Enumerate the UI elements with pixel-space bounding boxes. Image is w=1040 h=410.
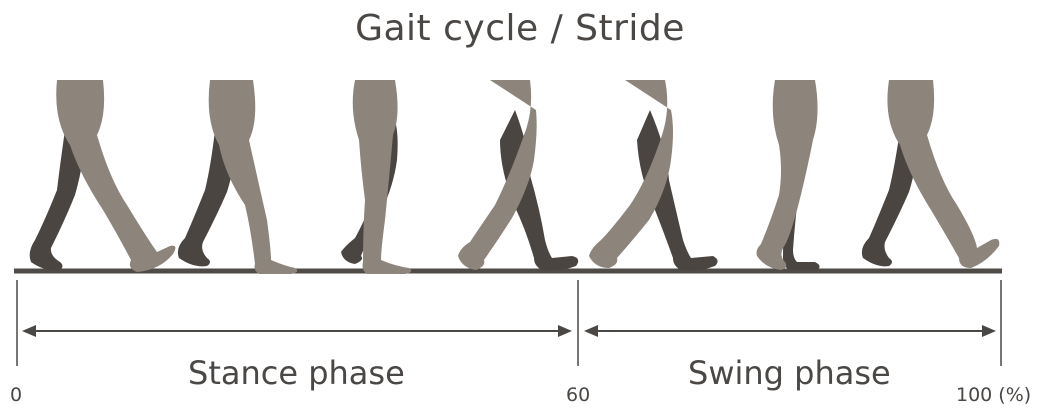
gait-figure-5 (589, 80, 718, 271)
gait-figure-3 (341, 80, 411, 274)
swing-phase-label: Swing phase (688, 354, 891, 392)
stance-phase-label: Stance phase (188, 354, 405, 392)
gait-figure-1 (30, 80, 176, 272)
stance-phase-arrow (22, 325, 572, 337)
tick-label-60: 60 (566, 384, 590, 406)
gait-figure-4 (458, 80, 578, 271)
gait-figure-6 (757, 80, 820, 270)
gait-figure-2 (178, 80, 297, 274)
swing-phase-arrow (584, 325, 996, 337)
gait-figure-7 (862, 80, 999, 268)
tick-label-100: 100 (%) (956, 384, 1031, 406)
tick-label-0: 0 (10, 384, 22, 406)
